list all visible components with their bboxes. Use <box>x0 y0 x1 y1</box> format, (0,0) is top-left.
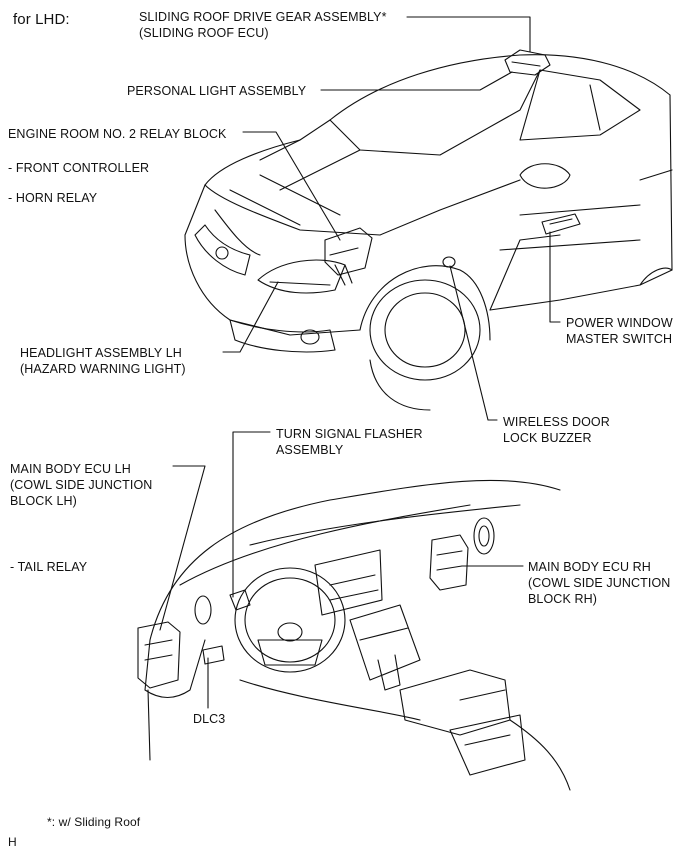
dlc3-part <box>202 645 225 665</box>
label-turn-signal: TURN SIGNAL FLASHER ASSEMBLY <box>276 427 423 457</box>
label-engine-room-relay: ENGINE ROOM NO. 2 RELAY BLOCK <box>8 127 227 141</box>
car-illustration <box>184 54 673 411</box>
turn-signal-flasher-part <box>229 589 251 611</box>
label-horn-relay: - HORN RELAY <box>8 191 98 205</box>
leader-lines <box>159 16 561 709</box>
label-dlc3: DLC3 <box>193 712 226 726</box>
power-window-switch-part <box>541 213 581 235</box>
relay-block-part <box>324 227 373 286</box>
label-wireless-buzzer: WIRELESS DOOR LOCK BUZZER <box>503 415 610 445</box>
label-personal-light: PERSONAL LIGHT ASSEMBLY <box>127 84 307 98</box>
label-front-controller: - FRONT CONTROLLER <box>8 161 150 175</box>
page-title: for LHD: <box>13 11 70 28</box>
corner-mark: H <box>8 835 17 849</box>
label-main-body-rh: MAIN BODY ECU RH (COWL SIDE JUNCTION BLO… <box>528 560 671 606</box>
label-tail-relay: - TAIL RELAY <box>10 560 88 574</box>
main-body-ecu-rh-part <box>429 534 469 591</box>
sliding-roof-gear-part <box>504 49 551 76</box>
wireless-buzzer-part <box>442 256 456 268</box>
interior-illustration <box>144 479 571 791</box>
label-power-window: POWER WINDOW MASTER SWITCH <box>566 316 673 346</box>
main-body-ecu-lh-part <box>137 621 181 689</box>
footnote: *: w/ Sliding Roof <box>47 815 141 829</box>
label-main-body-lh: MAIN BODY ECU LH (COWL SIDE JUNCTION BLO… <box>10 462 153 508</box>
label-sliding-roof-gear: SLIDING ROOF DRIVE GEAR ASSEMBLY* (SLIDI… <box>139 10 387 40</box>
label-headlight: HEADLIGHT ASSEMBLY LH (HAZARD WARNING LI… <box>20 346 186 376</box>
